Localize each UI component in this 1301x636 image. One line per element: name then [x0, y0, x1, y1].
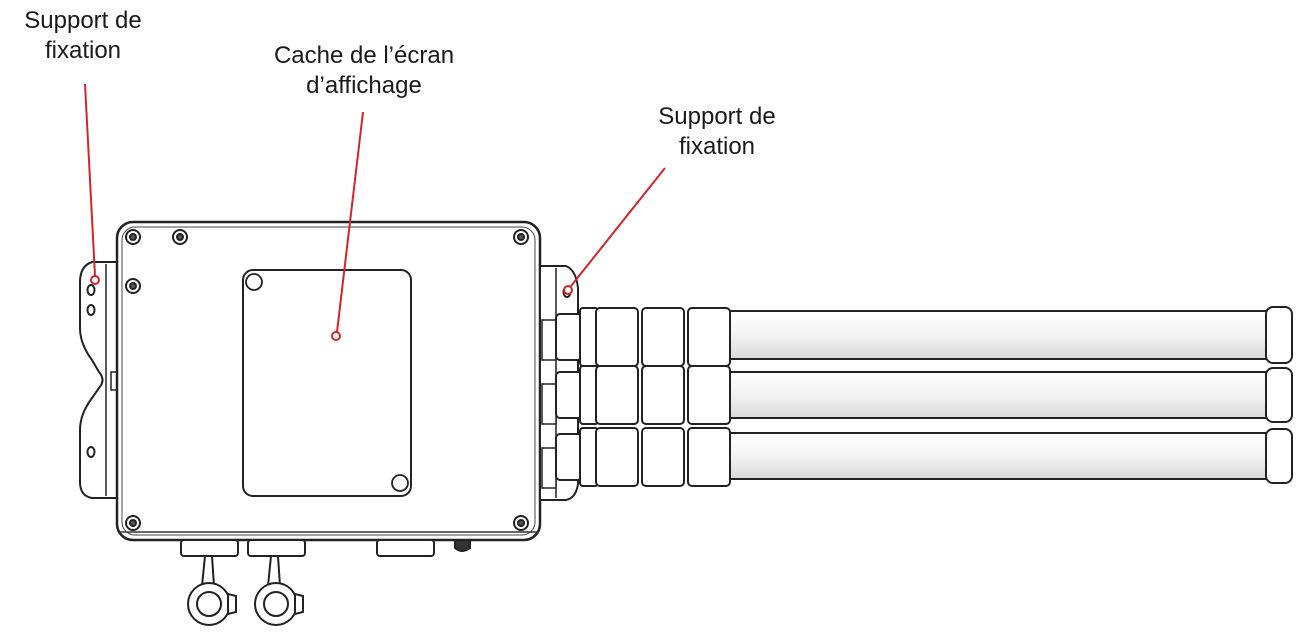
- leader-lines: [84, 83, 666, 341]
- label-line: Support de: [24, 7, 142, 34]
- screw-icon: [125, 515, 141, 531]
- antenna: [555, 427, 1293, 487]
- left-mounting-bracket: [79, 261, 119, 499]
- label-line: Support de: [658, 103, 776, 130]
- label-display-screen-cover: Cache de l’écran d’affichage: [244, 41, 484, 101]
- screws: [125, 229, 529, 531]
- label-line: fixation: [44, 37, 122, 64]
- leader-line-left-bracket: [84, 83, 96, 277]
- label-line: fixation: [678, 133, 756, 160]
- screw-icon: [125, 278, 141, 294]
- screw-icon: [513, 515, 529, 531]
- screw-icon: [513, 229, 529, 245]
- label-line: Cache de l’écran: [273, 42, 455, 69]
- leader-line-right-bracket: [570, 167, 666, 287]
- display-screen-cover: [242, 269, 412, 497]
- label-right-mounting-bracket: Support de fixation: [638, 102, 796, 162]
- label-line: d’affichage: [306, 72, 422, 99]
- leader-line-display-cover: [336, 111, 364, 333]
- bottom-connectors: [180, 539, 471, 626]
- screw-icon: [172, 229, 188, 245]
- antenna: [555, 306, 1293, 367]
- label-left-mounting-bracket: Support de fixation: [8, 6, 158, 66]
- antenna: [555, 365, 1293, 425]
- screw-icon: [125, 229, 141, 245]
- antennas: [555, 306, 1293, 487]
